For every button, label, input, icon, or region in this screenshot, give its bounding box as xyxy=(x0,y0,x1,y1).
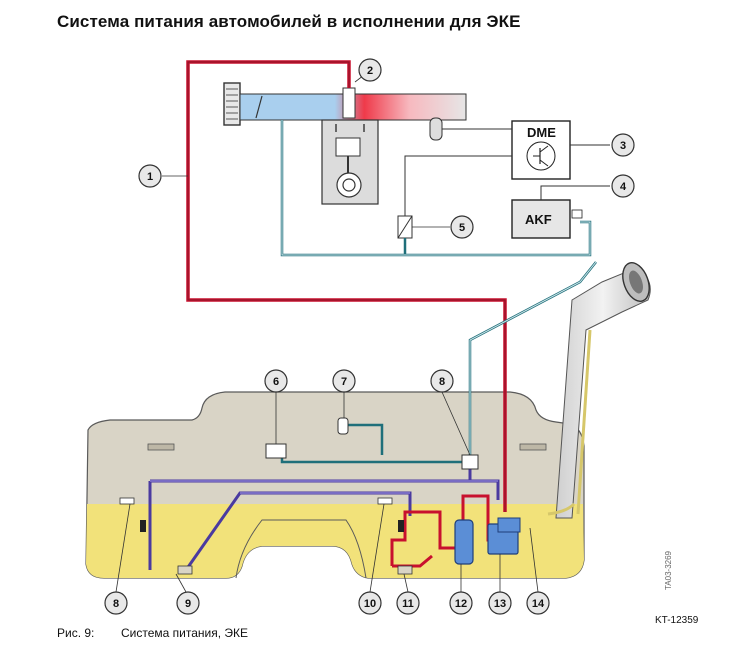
svg-text:11: 11 xyxy=(402,598,414,610)
svg-text:7: 7 xyxy=(341,376,347,388)
callout-11: 7 xyxy=(332,369,356,393)
svg-text:8: 8 xyxy=(113,598,119,610)
callout-13: 3 xyxy=(611,133,635,157)
dme-box xyxy=(511,120,571,180)
callout-1: 12 xyxy=(449,591,473,615)
callout-2: 13 xyxy=(488,591,512,615)
svg-text:5: 5 xyxy=(459,222,465,234)
svg-text:3: 3 xyxy=(620,140,626,152)
callout-14: 4 xyxy=(611,174,635,198)
figure-number: Рис. 9: xyxy=(57,626,95,640)
svg-text:2: 2 xyxy=(367,65,373,77)
svg-text:9: 9 xyxy=(185,598,191,610)
akf-box xyxy=(511,199,571,239)
vertical-code: TA03-3269 xyxy=(664,551,673,590)
svg-text:6: 6 xyxy=(273,376,279,388)
callout-7: 11 xyxy=(396,591,420,615)
callouts: 1 2 3 4 5 6 7 8 8 9 10 11 12 13 14 xyxy=(104,58,635,615)
callout-6: 9 xyxy=(176,591,200,615)
fuel-injector xyxy=(342,87,356,119)
callout-9: 6 xyxy=(264,369,288,393)
svg-text:13: 13 xyxy=(494,598,506,610)
tank-saddle xyxy=(235,519,367,579)
svg-text:14: 14 xyxy=(532,598,545,610)
svg-text:12: 12 xyxy=(455,598,467,610)
dme-label: DME xyxy=(527,125,556,140)
fuel-filter xyxy=(454,519,474,565)
figure-caption: Рис. 9: Система питания, ЭКЕ xyxy=(57,626,248,640)
caption-text: Система питания, ЭКЕ xyxy=(121,626,249,640)
callout-5: 2 xyxy=(358,58,382,82)
callout-8-right: 10 xyxy=(358,591,382,615)
filler-neck xyxy=(555,267,651,519)
callout-10: 8 xyxy=(430,369,454,393)
pressure-regulator xyxy=(497,517,521,533)
callout-8-left: 8 xyxy=(104,591,128,615)
callout-4: 1 xyxy=(138,164,162,188)
engine-cylinder xyxy=(321,119,379,205)
akf-label: AKF xyxy=(525,212,552,227)
diagram-title: Система питания автомобилей в исполнении… xyxy=(57,12,521,31)
svg-text:4: 4 xyxy=(620,181,627,193)
svg-text:1: 1 xyxy=(147,171,153,183)
image-code: KT-12359 xyxy=(655,615,699,626)
svg-text:8: 8 xyxy=(439,376,445,388)
callout-12: 5 xyxy=(450,215,474,239)
callout-3: 14 xyxy=(526,591,550,615)
svg-text:10: 10 xyxy=(364,598,376,610)
